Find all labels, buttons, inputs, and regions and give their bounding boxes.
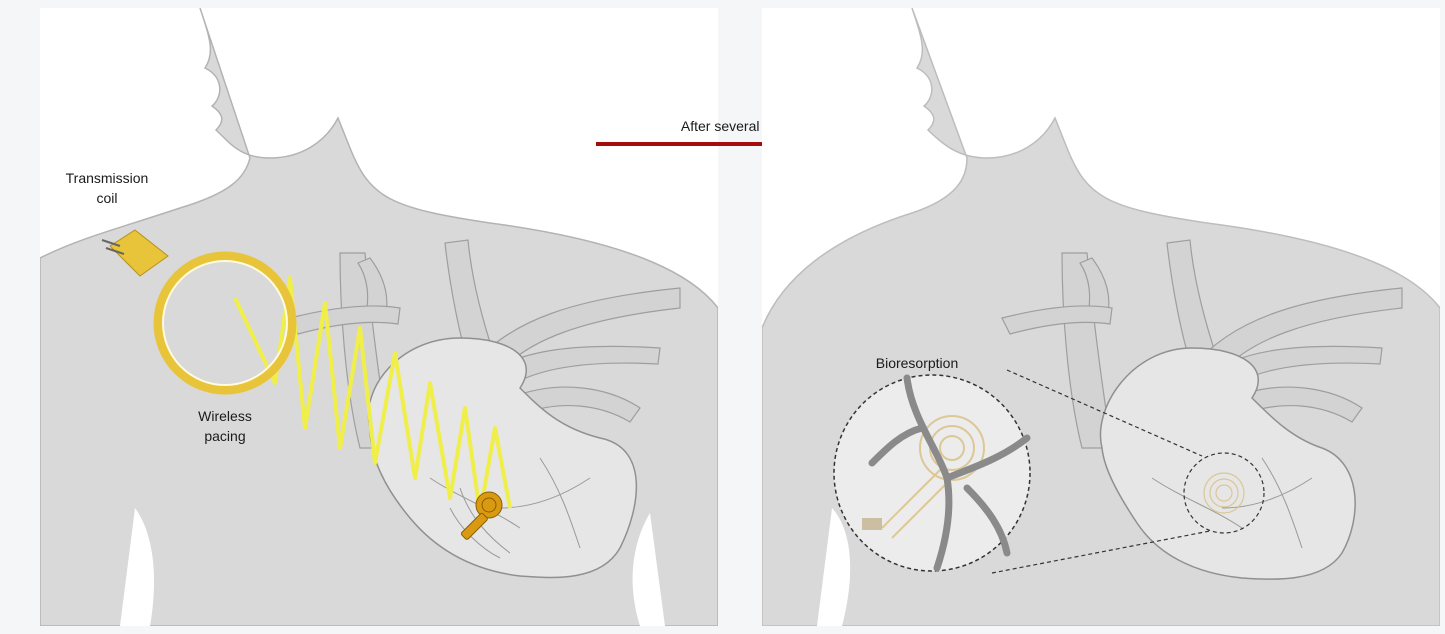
- panel-bioresorbed: Bioresorption: [762, 8, 1440, 626]
- label-bioresorption: Bioresorption: [852, 353, 982, 373]
- right-anatomy-illustration: [762, 8, 1440, 626]
- magnified-inset: [834, 375, 1030, 571]
